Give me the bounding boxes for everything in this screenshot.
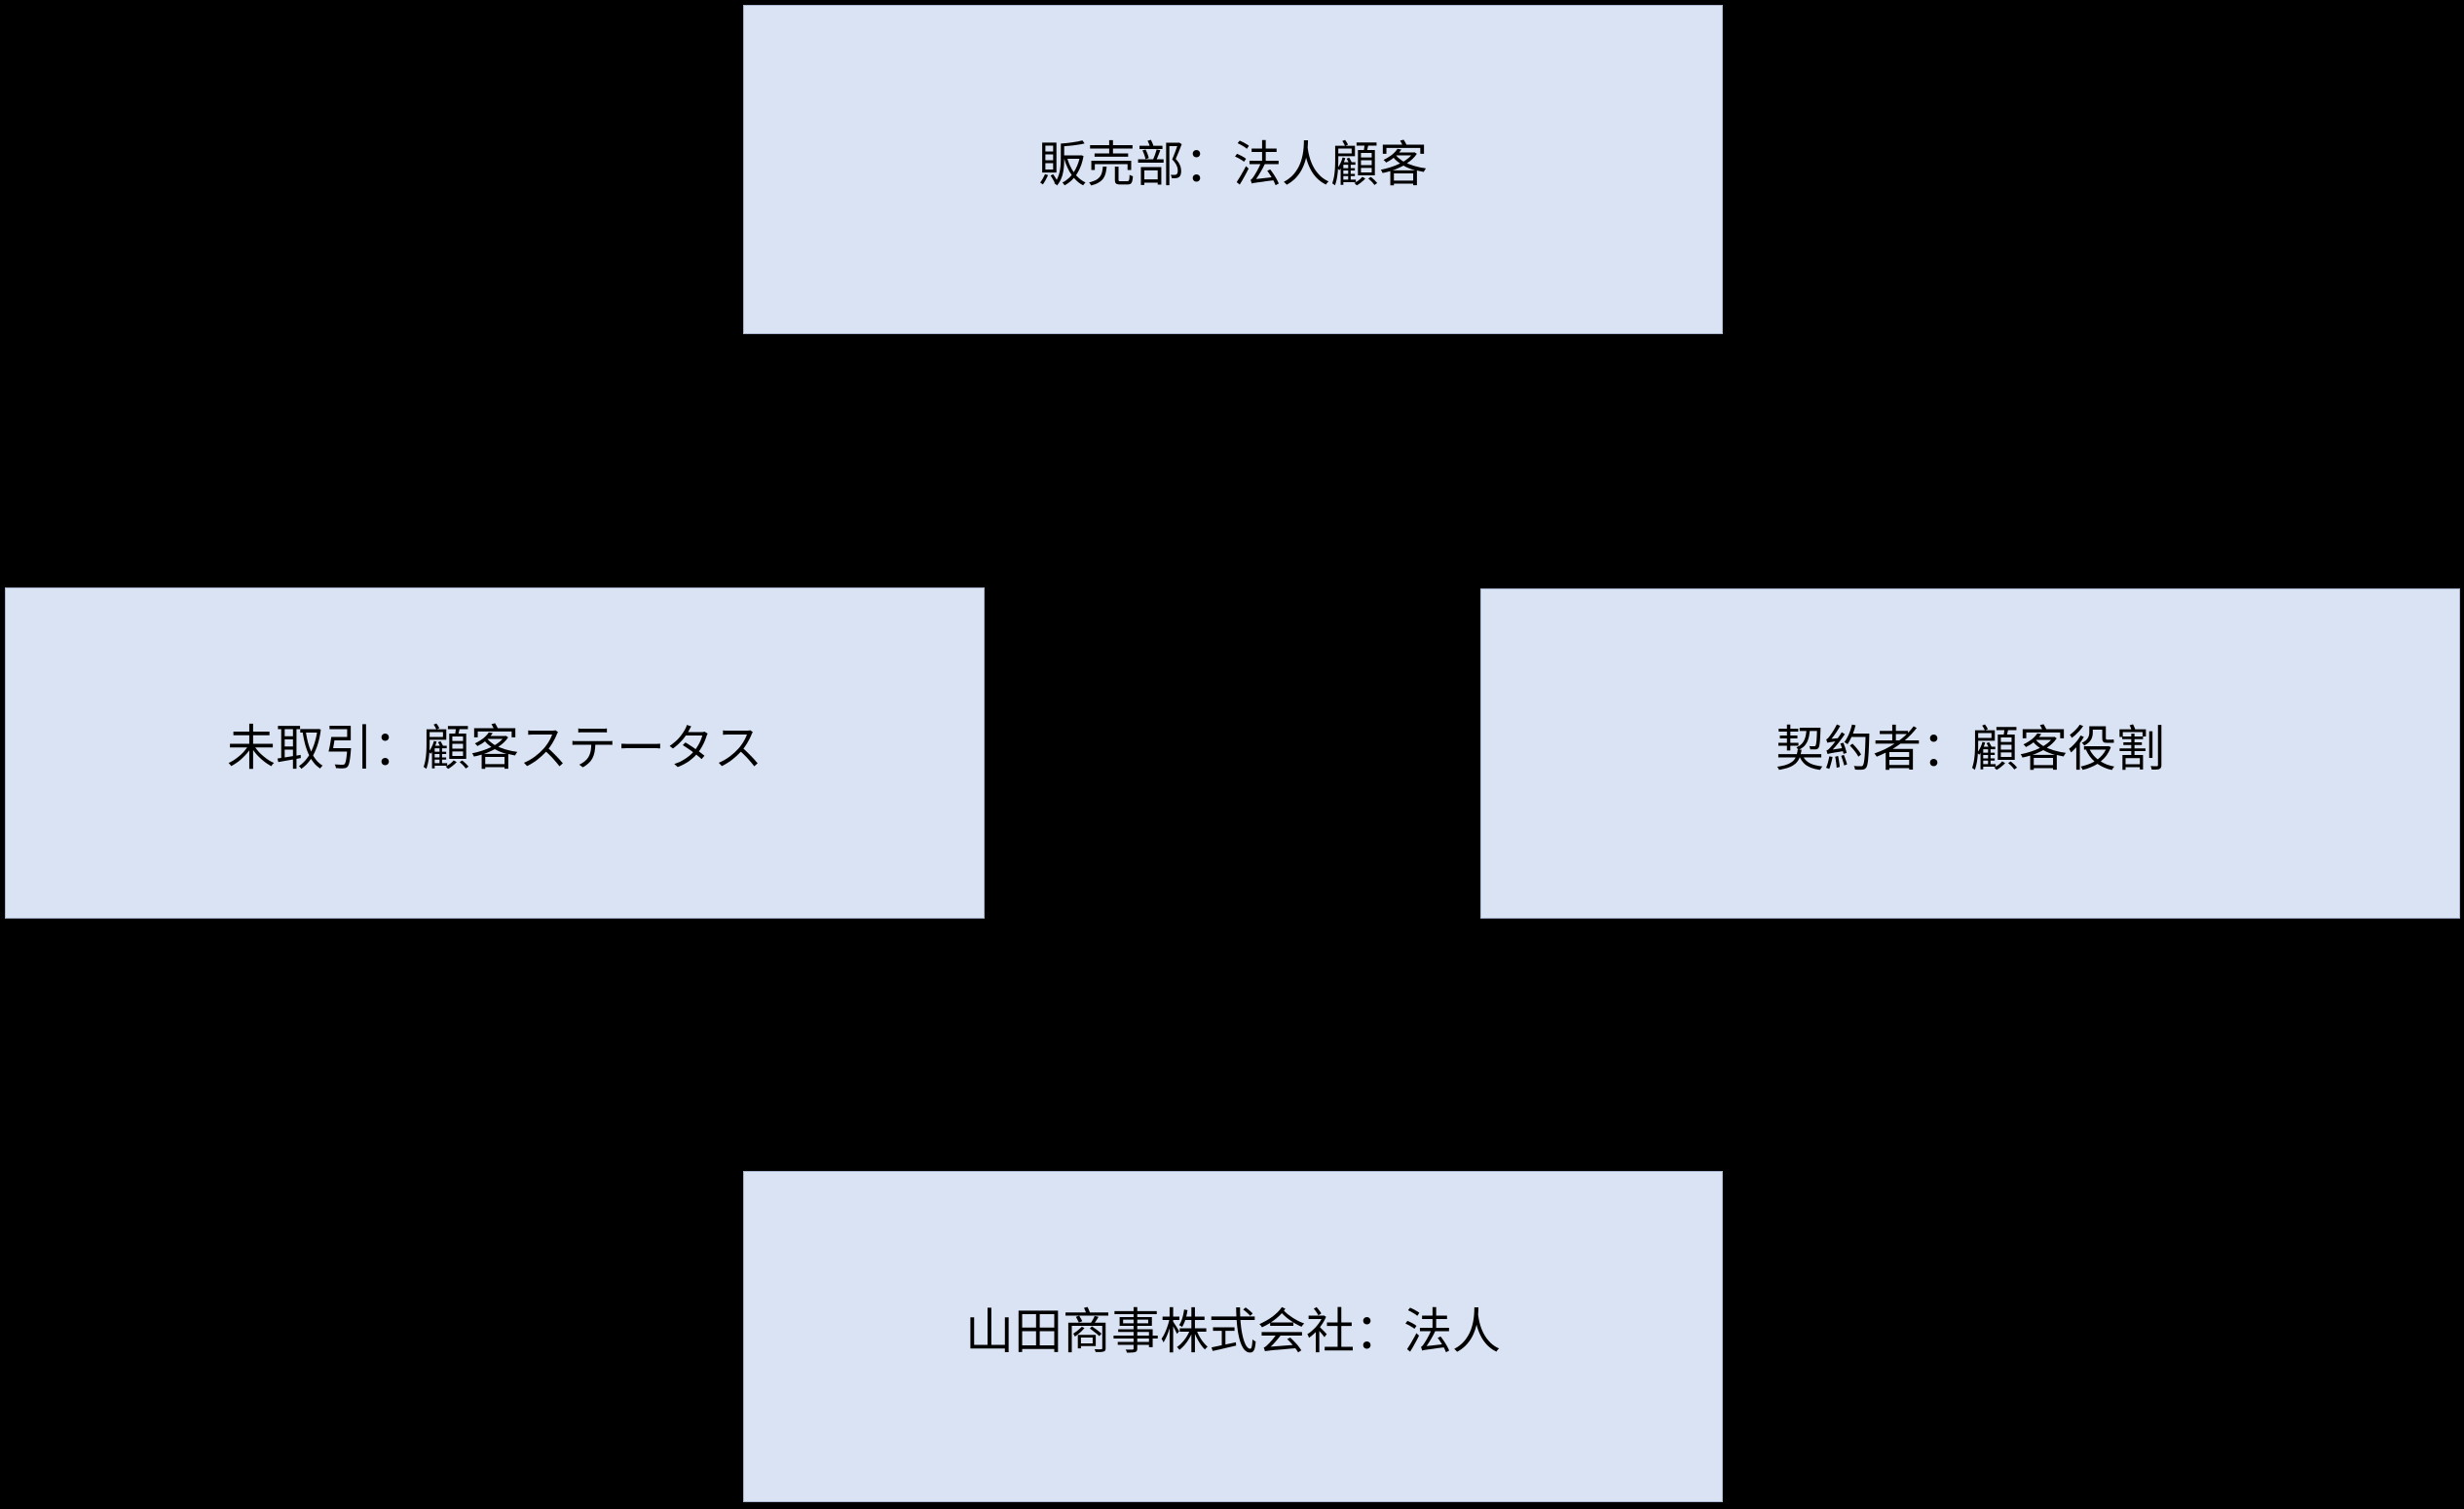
- diagram-node-label: 山田商事株式会社：法人: [965, 1304, 1501, 1360]
- diagram-node-label: 未取引：顧客ステータス: [227, 721, 763, 776]
- diagram-node-hanbaibu[interactable]: 販売部：法人顧客: [743, 5, 1723, 334]
- diagram-node-keiyakusha[interactable]: 契約者：顧客役割: [1480, 588, 2460, 919]
- diagram-node-label: 販売部：法人顧客: [1038, 137, 1428, 193]
- diagram-node-yamada-shoji[interactable]: 山田商事株式会社：法人: [743, 1171, 1723, 1502]
- diagram-node-mitorihiki[interactable]: 未取引：顧客ステータス: [5, 587, 985, 919]
- diagram-node-label: 契約者：顧客役割: [1775, 721, 2165, 776]
